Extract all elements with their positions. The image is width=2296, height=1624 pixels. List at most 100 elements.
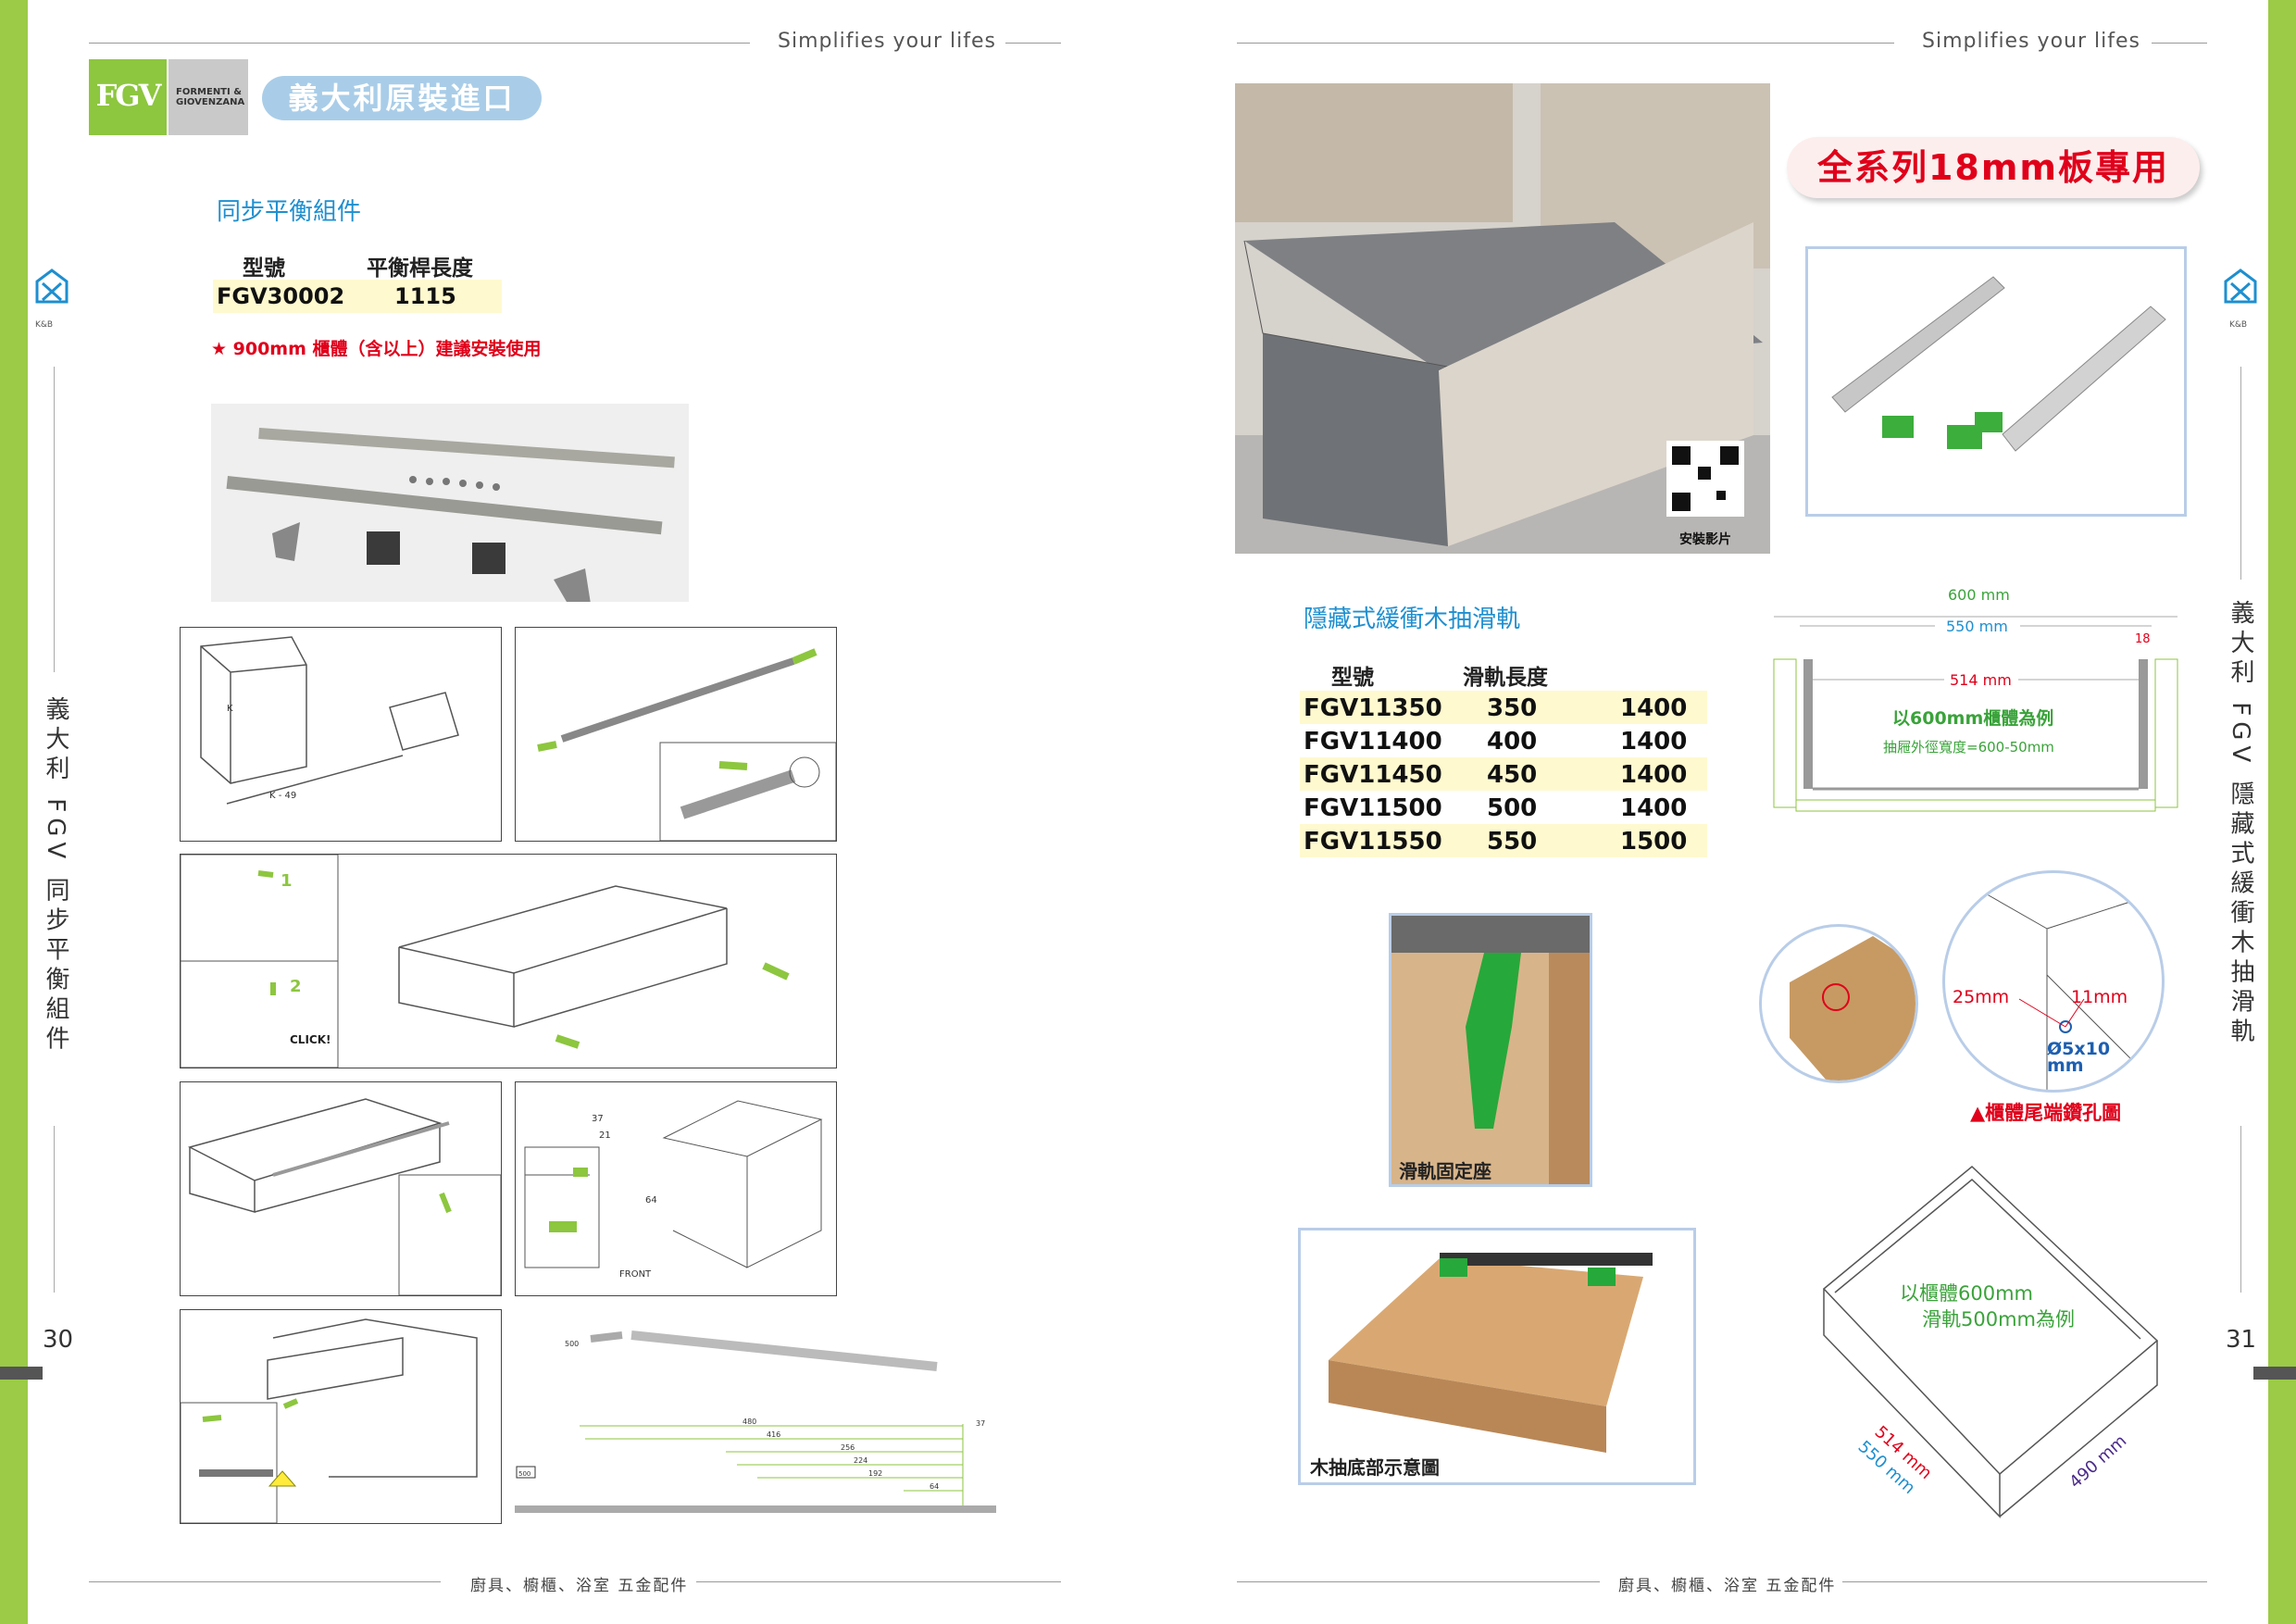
bracket-caption: 滑軌固定座 bbox=[1399, 1160, 1491, 1182]
rail-value: 1400 bbox=[1620, 694, 1688, 722]
install-step-4-panel bbox=[180, 1081, 502, 1296]
header-rule-left bbox=[89, 43, 750, 44]
side-rule-right-top bbox=[2240, 367, 2241, 580]
drill-caption: ▲櫃體尾端鑽孔圖 bbox=[1970, 1102, 2122, 1124]
iso-line1: 以櫃體600mm bbox=[1900, 1282, 2033, 1305]
import-badge: 義大利原裝進口 bbox=[262, 76, 542, 120]
side-rule-left-top bbox=[54, 367, 55, 672]
rail-value: 1400 bbox=[1620, 794, 1688, 822]
install-step-5-panel: 37 21 64 FRONT bbox=[515, 1081, 837, 1296]
rail-label-37: 37 bbox=[976, 1419, 985, 1428]
label-k: K bbox=[227, 704, 233, 714]
header-rule-right-2 bbox=[2152, 43, 2207, 44]
rail-model: FGV11450 bbox=[1304, 761, 1442, 789]
table-cell-model: FGV30002 bbox=[217, 283, 345, 309]
footer-rule-right bbox=[1237, 1581, 1600, 1582]
table-header-length: 平衡桿長度 bbox=[367, 256, 473, 281]
footer-text-right: 廚具、櫥櫃、浴室 五金配件 bbox=[1618, 1577, 1837, 1595]
rail-length: 550 bbox=[1487, 828, 1538, 856]
dim-550: 550 mm bbox=[1946, 618, 2008, 635]
dim-21: 21 bbox=[599, 1131, 611, 1141]
iso-490: 490 mm bbox=[2065, 1431, 2130, 1493]
install-step-2-panel bbox=[515, 627, 837, 842]
rail-label-192: 192 bbox=[868, 1469, 882, 1478]
rail-label-64: 64 bbox=[930, 1482, 939, 1491]
rail-label-480: 480 bbox=[742, 1418, 756, 1426]
label-step2: 2 bbox=[290, 977, 302, 996]
rail-header-length: 滑軌長度 bbox=[1463, 666, 1548, 690]
rail-model: FGV11500 bbox=[1304, 794, 1442, 822]
rail-value: 1400 bbox=[1620, 728, 1688, 756]
qr-caption: 安裝影片 bbox=[1679, 532, 1731, 547]
section-title-balance: 同步平衡組件 bbox=[217, 198, 362, 226]
footer-rule-left bbox=[89, 1581, 441, 1582]
dim-600: 600 mm bbox=[1948, 586, 2010, 604]
table-row bbox=[213, 280, 502, 313]
slide-rail-photo bbox=[1805, 246, 2187, 517]
rail-value: 1400 bbox=[1620, 761, 1688, 789]
cabinet-dimension-diagram: 600 mm 550 mm 18 514 mm 以600mm櫃體為例 抽屜外徑寬… bbox=[1772, 580, 2179, 839]
page-number-left: 30 bbox=[43, 1326, 74, 1354]
rail-length: 500 bbox=[1487, 794, 1538, 822]
rail-length: 450 bbox=[1487, 761, 1538, 789]
label-k49: K - 49 bbox=[269, 791, 296, 801]
kb-label-left: K&B bbox=[35, 320, 54, 330]
left-edge-bar bbox=[0, 0, 28, 1624]
bottom-caption: 木抽底部示意圖 bbox=[1310, 1456, 1440, 1479]
drawer-photo: 安裝影片 bbox=[1235, 83, 1770, 554]
rail-value: 1500 bbox=[1620, 828, 1688, 856]
tab-marker-right bbox=[2253, 1367, 2296, 1380]
isometric-drawer-diagram: 以櫃體600mm 滑軌500mm為例 514 mm 550 mm 490 mm bbox=[1815, 1159, 2166, 1530]
rail-dimension-drawing: 500 480 416 256 224 192 64 37 500 bbox=[515, 1315, 1015, 1528]
rail-label-500: 500 bbox=[565, 1340, 579, 1348]
drill-11mm: 11mm bbox=[2071, 987, 2128, 1007]
label-step1: 1 bbox=[281, 871, 293, 891]
drawer-bottom-photo: 木抽底部示意圖 bbox=[1298, 1228, 1696, 1485]
side-rule-left-bottom bbox=[54, 1126, 55, 1293]
dim-18: 18 bbox=[2135, 632, 2151, 646]
header-tagline-right: Simplifies your lifes bbox=[1922, 30, 2140, 53]
drill-hole-unit: mm bbox=[2047, 1056, 2084, 1076]
dim-64: 64 bbox=[645, 1195, 657, 1206]
side-rule-right-bottom bbox=[2240, 1126, 2241, 1293]
install-step-3-panel: 1 2 CLICK! bbox=[180, 854, 837, 1068]
kb-logo-icon bbox=[35, 269, 69, 304]
rail-header-model: 型號 bbox=[1331, 666, 1374, 690]
table-row bbox=[1300, 757, 1707, 791]
rail-label-224: 224 bbox=[854, 1456, 867, 1465]
section-title-rail: 隱藏式緩衝木抽滑軌 bbox=[1304, 606, 1521, 633]
footer-rule-left-2 bbox=[696, 1581, 1061, 1582]
rail-box-500: 500 bbox=[518, 1470, 530, 1478]
dim-37: 37 bbox=[592, 1114, 604, 1124]
footer-rule-right-2 bbox=[1842, 1581, 2207, 1582]
rail-label-256: 256 bbox=[841, 1443, 855, 1452]
header-tagline-left: Simplifies your lifes bbox=[778, 30, 996, 53]
drill-detail-large: 25mm 11mm Ø5x10 mm bbox=[1942, 870, 2165, 1093]
dim-example: 以600mm櫃體為例 bbox=[1892, 707, 2053, 729]
rail-label-416: 416 bbox=[767, 1430, 780, 1439]
side-title-left: 義大利 FGV 同步平衡組件 bbox=[42, 696, 69, 1056]
header-rule-right bbox=[1237, 43, 1894, 44]
rail-length: 400 bbox=[1487, 728, 1538, 756]
side-title-right: 義大利 FGV 隱藏式緩衝木抽滑軌 bbox=[2227, 600, 2254, 1048]
brand-block: FORMENTI &GIOVENZANA bbox=[168, 59, 248, 135]
drill-25mm: 25mm bbox=[1953, 987, 2009, 1007]
rail-bracket-photo: 滑軌固定座 bbox=[1389, 913, 1592, 1187]
install-step-6-panel bbox=[180, 1309, 502, 1524]
table-row bbox=[1300, 691, 1707, 724]
label-click: CLICK! bbox=[290, 1033, 331, 1046]
right-edge-bar bbox=[2268, 0, 2296, 1624]
table-row bbox=[1300, 824, 1707, 857]
header-rule-left-2 bbox=[1005, 43, 1061, 44]
rail-length: 350 bbox=[1487, 694, 1538, 722]
18mm-badge: 全系列18mm板專用 bbox=[1787, 137, 2200, 198]
iso-line2: 滑軌500mm為例 bbox=[1922, 1308, 2075, 1330]
rail-model: FGV11400 bbox=[1304, 728, 1442, 756]
install-note: ★ 900mm 櫃體（含以上）建議安裝使用 bbox=[211, 339, 542, 359]
table-header-model: 型號 bbox=[243, 256, 285, 281]
dim-formula: 抽屜外徑寬度=600-50mm bbox=[1883, 739, 2054, 756]
fgv-logo: FGV bbox=[89, 59, 167, 135]
tab-marker-left bbox=[0, 1367, 43, 1380]
table-cell-length: 1115 bbox=[394, 283, 456, 309]
dim-front: FRONT bbox=[619, 1269, 652, 1280]
